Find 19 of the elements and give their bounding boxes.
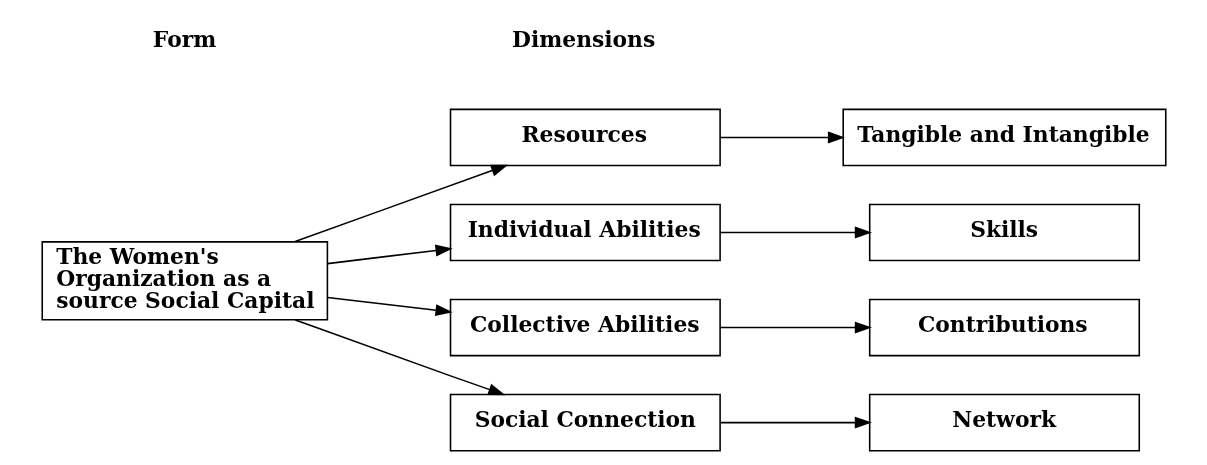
node-box: Individual Abilities — [449, 203, 721, 262]
arrow — [718, 131, 845, 144]
arrow — [718, 416, 872, 429]
label: Form — [152, 26, 216, 52]
arrow — [326, 244, 453, 265]
node-box: Resources — [449, 108, 721, 167]
arrow — [326, 296, 453, 317]
node-box: Social Connection — [449, 393, 721, 452]
arrow — [718, 226, 872, 239]
node-box: Collective Abilities — [449, 298, 721, 357]
arrow — [294, 319, 505, 396]
node-box: Network — [868, 393, 1140, 452]
node-box: Skills — [868, 203, 1140, 262]
node-box: The Women's Organization as a source Social Capital — [40, 241, 328, 321]
node-box: Tangible and Intangible — [841, 108, 1167, 167]
arrow — [293, 164, 508, 243]
node-box: Contributions — [868, 298, 1140, 357]
arrow — [718, 321, 872, 334]
label: Dimensions — [511, 26, 655, 52]
